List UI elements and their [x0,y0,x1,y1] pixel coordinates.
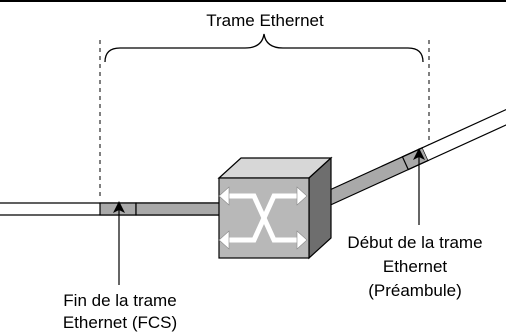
frame-start-label-line2: Ethernet [382,257,448,276]
frame-start-label-line3: (Préambule) [368,281,462,300]
frame-end-label-line1: Fin de la trame [63,291,177,310]
switch-icon [217,156,333,260]
right-cable [310,101,506,211]
frame-brace [104,33,424,63]
frame-end-label-line2: Ethernet (FCS) [62,313,178,332]
fcs-segment [99,202,137,216]
left-cable [0,202,231,216]
switch-arrows [225,193,301,243]
diagram-title: Trame Ethernet [206,11,324,30]
frame-body-segment [135,202,231,216]
frame-start-label-line1: Début de la trame [347,233,483,252]
